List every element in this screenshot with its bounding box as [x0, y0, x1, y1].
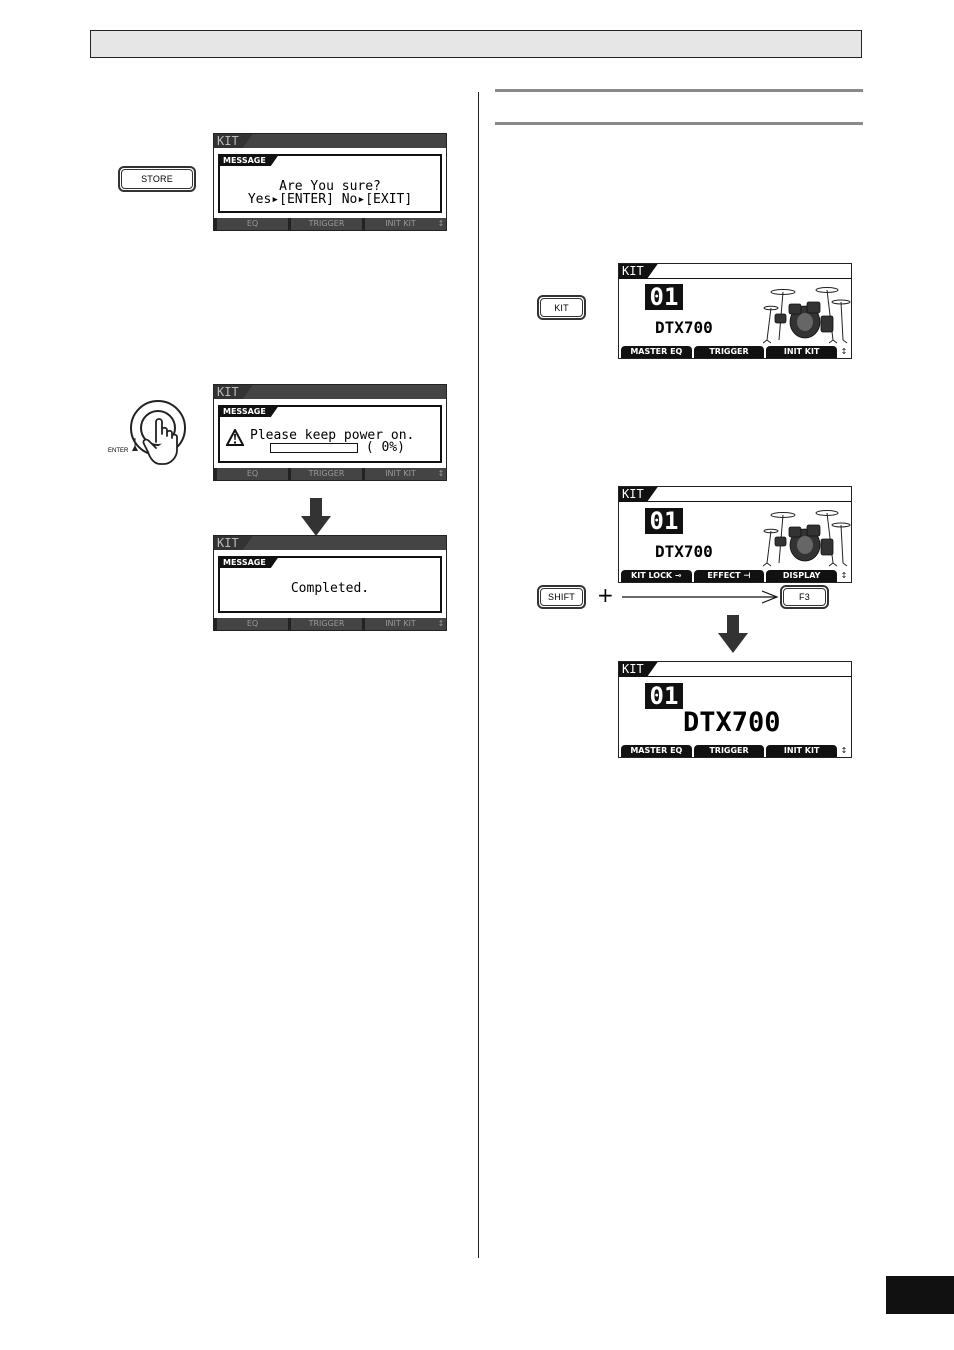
fkey-3: INIT KIT: [362, 468, 436, 480]
fkey-3: INIT KIT: [766, 346, 838, 358]
progress-percent: ( 0%): [365, 440, 405, 455]
lcd-kit-large-screen: KIT 01 DTX700 MASTER EQ TRIGGER INIT KIT…: [618, 661, 852, 758]
function-bar: EQ TRIGGER INIT KIT ↕: [214, 468, 446, 480]
lcd-tab: KIT: [619, 264, 658, 278]
fkey-1: MASTER EQ: [621, 346, 692, 358]
function-bar: MASTER EQ TRIGGER INIT KIT ↕: [619, 346, 851, 358]
lcd-completed-screen: KIT MESSAGE Completed. EQ TRIGGER INIT K…: [213, 535, 447, 631]
kit-number: 01: [645, 508, 683, 534]
fkey-3: INIT KIT: [362, 218, 436, 230]
warning-icon: [225, 427, 245, 450]
fkey-2: TRIGGER: [693, 346, 765, 358]
lcd-topbar: KIT: [619, 487, 851, 502]
lcd-kit-shift-screen: KIT 01 DTX700 KIT LOCK ⊸ EFFECT ⊣ DISPLA…: [618, 486, 852, 583]
section-rule-bottom: [495, 122, 863, 125]
fkey-3: INIT KIT: [766, 745, 838, 757]
function-bar: KIT LOCK ⊸ EFFECT ⊣ DISPLAY ↕: [619, 570, 851, 582]
kit-name: DTX700: [655, 318, 713, 337]
scroll-indicator: ↕: [437, 469, 445, 478]
function-bar: EQ TRIGGER INIT KIT ↕: [214, 618, 446, 630]
fkey-3: INIT KIT: [362, 618, 436, 630]
completed-text: Completed.: [290, 581, 370, 596]
enter-dial[interactable]: ENTER: [104, 398, 200, 470]
kit-button-label: KIT: [540, 298, 583, 317]
lcd-topbar: KIT: [619, 264, 851, 279]
lcd-tab: KIT: [214, 385, 253, 399]
fkey-1: EQ: [214, 618, 288, 630]
function-bar: EQ TRIGGER INIT KIT ↕: [214, 218, 446, 230]
shift-button-label: SHIFT: [540, 588, 583, 606]
message-box: MESSAGE Completed.: [218, 556, 442, 613]
message-label: MESSAGE: [220, 156, 278, 166]
fkey-2: TRIGGER: [288, 218, 362, 230]
fkey-2: TRIGGER: [288, 618, 362, 630]
progress-bar: [270, 442, 358, 453]
fkey-2: EFFECT ⊣: [693, 570, 765, 582]
fkey-1: EQ: [214, 218, 288, 230]
enter-label: ENTER: [108, 448, 129, 454]
scroll-indicator: ↕: [840, 571, 848, 580]
drum-kit-icon: [763, 287, 851, 344]
lcd-tab: KIT: [214, 536, 253, 550]
fkey-1: MASTER EQ: [621, 745, 692, 757]
kit-name: DTX700: [655, 542, 713, 561]
scroll-indicator: ↕: [840, 746, 848, 755]
message-label: MESSAGE: [220, 407, 278, 417]
kit-name: DTX700: [683, 707, 781, 738]
lcd-tab: KIT: [214, 134, 253, 148]
fkey-1: KIT LOCK ⊸: [621, 570, 692, 582]
fkey-2: TRIGGER: [288, 468, 362, 480]
lcd-topbar: KIT: [214, 536, 446, 550]
drum-kit-icon: [763, 510, 851, 567]
section-rule-top: [495, 89, 863, 92]
message-box: MESSAGE Please keep power on. ( 0%): [218, 405, 442, 463]
scroll-indicator: ↕: [437, 619, 445, 628]
lcd-topbar: KIT: [619, 662, 851, 677]
store-button-label: STORE: [121, 169, 193, 189]
lcd-tab: KIT: [619, 487, 658, 501]
saving-line-1: Please keep power on.: [250, 428, 415, 443]
fkey-1: EQ: [214, 468, 288, 480]
scroll-indicator: ↕: [840, 347, 848, 356]
scroll-indicator: ↕: [437, 219, 445, 228]
column-divider: [478, 92, 479, 1258]
lcd-saving-screen: KIT MESSAGE Please keep power on. ( 0%) …: [213, 384, 447, 481]
fkey-3: DISPLAY: [766, 570, 838, 582]
kit-button[interactable]: KIT: [537, 295, 586, 320]
arrow-down-icon: [301, 498, 331, 536]
enter-dial-icon: [130, 400, 186, 465]
lcd-kit-screen: KIT 01 DTX700 MASTER EQ TRIGGER INIT KIT…: [618, 263, 852, 359]
function-bar: MASTER EQ TRIGGER INIT KIT ↕: [619, 745, 851, 757]
confirm-line-1: Are You sure?: [279, 179, 381, 194]
header-bar: [90, 30, 862, 58]
lcd-topbar: KIT: [214, 385, 446, 399]
combo-plus: +: [597, 583, 614, 607]
page-tab: [886, 1276, 954, 1314]
arrow-down-icon: [718, 615, 748, 653]
kit-number: 01: [645, 284, 683, 310]
store-button[interactable]: STORE: [118, 166, 196, 192]
message-label: MESSAGE: [220, 558, 278, 568]
lcd-confirm-screen: KIT MESSAGE Are You sure? Yes▸[ENTER] No…: [213, 133, 447, 231]
kit-number: 01: [645, 683, 683, 709]
shift-button[interactable]: SHIFT: [537, 585, 586, 609]
arrow-right-icon: [622, 590, 778, 604]
lcd-tab: KIT: [619, 662, 658, 676]
f3-button[interactable]: F3: [780, 585, 829, 609]
confirm-line-2: Yes▸[ENTER] No▸[EXIT]: [247, 192, 413, 207]
saving-line-2: ( 0%): [270, 441, 440, 454]
fkey-2: TRIGGER: [693, 745, 765, 757]
f3-button-label: F3: [783, 588, 826, 606]
message-box: MESSAGE Are You sure? Yes▸[ENTER] No▸[EX…: [218, 154, 442, 213]
lcd-topbar: KIT: [214, 134, 446, 148]
